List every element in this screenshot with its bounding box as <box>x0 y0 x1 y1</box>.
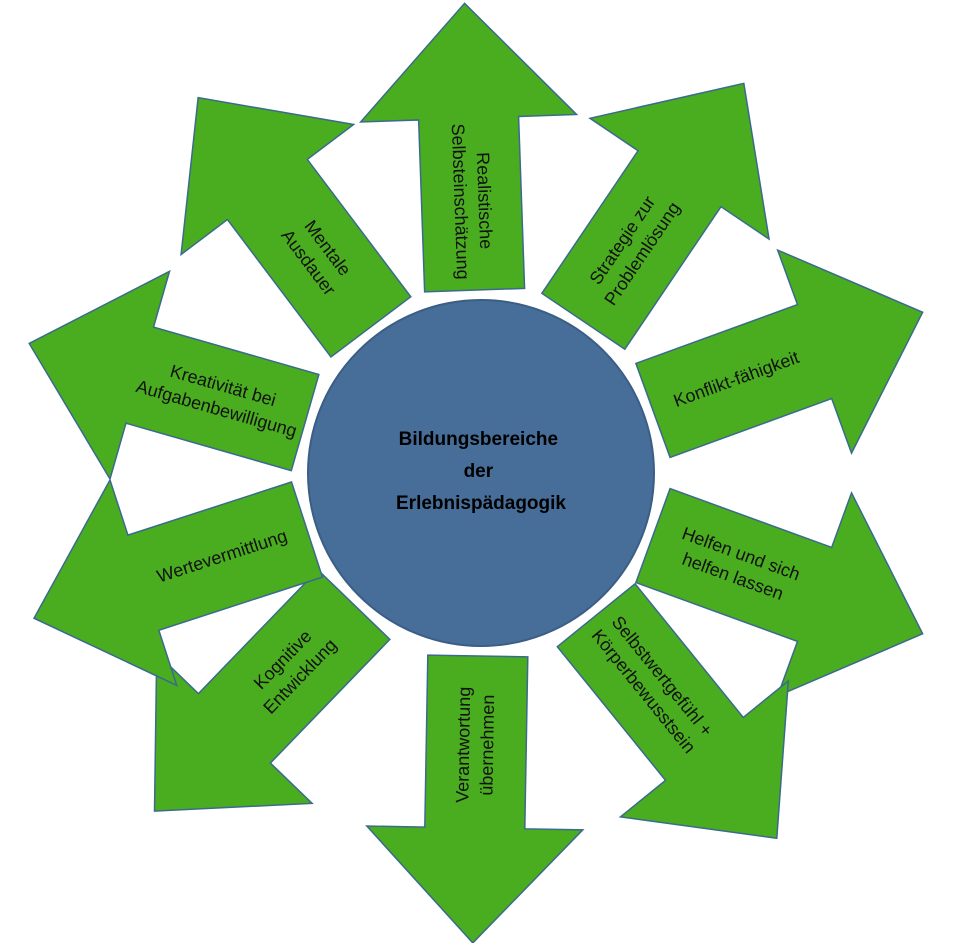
center-title-line: Erlebnispädagogik <box>396 493 566 514</box>
arrow-shape <box>634 248 924 459</box>
arrow-label-line: Verantwortung <box>452 687 474 803</box>
arrow-shape <box>556 582 790 840</box>
arrow-kreativitaet: Kreativität beiAufgabenbewilligung <box>28 269 320 481</box>
arrow-shape <box>28 269 320 481</box>
arrow-problemloesung: Strategie zurProblemlösung <box>540 82 771 351</box>
arrow-shape <box>634 487 924 698</box>
arrow-selbsteinschaetzung: RealistischeSelbsteinschätzung <box>358 2 579 293</box>
arrow-label-line: Realistische <box>473 152 496 250</box>
arrow-shape <box>365 654 585 943</box>
center-circle <box>307 299 655 647</box>
center-node: Bildungsbereiche der Erlebnispädagogik <box>307 299 655 647</box>
arrow-kognitive-entwicklung: KognitiveEntwicklung <box>153 568 391 812</box>
arrow-konfliktfaehigkeit: Konflikt-fähigkeit <box>634 248 924 459</box>
arrow-shape <box>540 82 771 351</box>
arrow-wertevermittlung: Wertevermittlung <box>32 478 324 687</box>
arrow-shape <box>32 478 324 687</box>
arrow-shape <box>153 568 391 812</box>
arrow-shape <box>358 2 579 293</box>
arrow-label-line: übernehmen <box>476 694 498 795</box>
arrow-helfen: Helfen und sichhelfen lassen <box>634 487 924 698</box>
arrow-mentale-ausdauer: MentaleAusdauer <box>180 96 412 358</box>
center-title: Bildungsbereiche der Erlebnispädagogik <box>396 429 566 514</box>
center-title-line: der <box>464 461 494 482</box>
center-title-line: Bildungsbereiche <box>399 429 558 450</box>
arrow-shape <box>180 96 412 358</box>
